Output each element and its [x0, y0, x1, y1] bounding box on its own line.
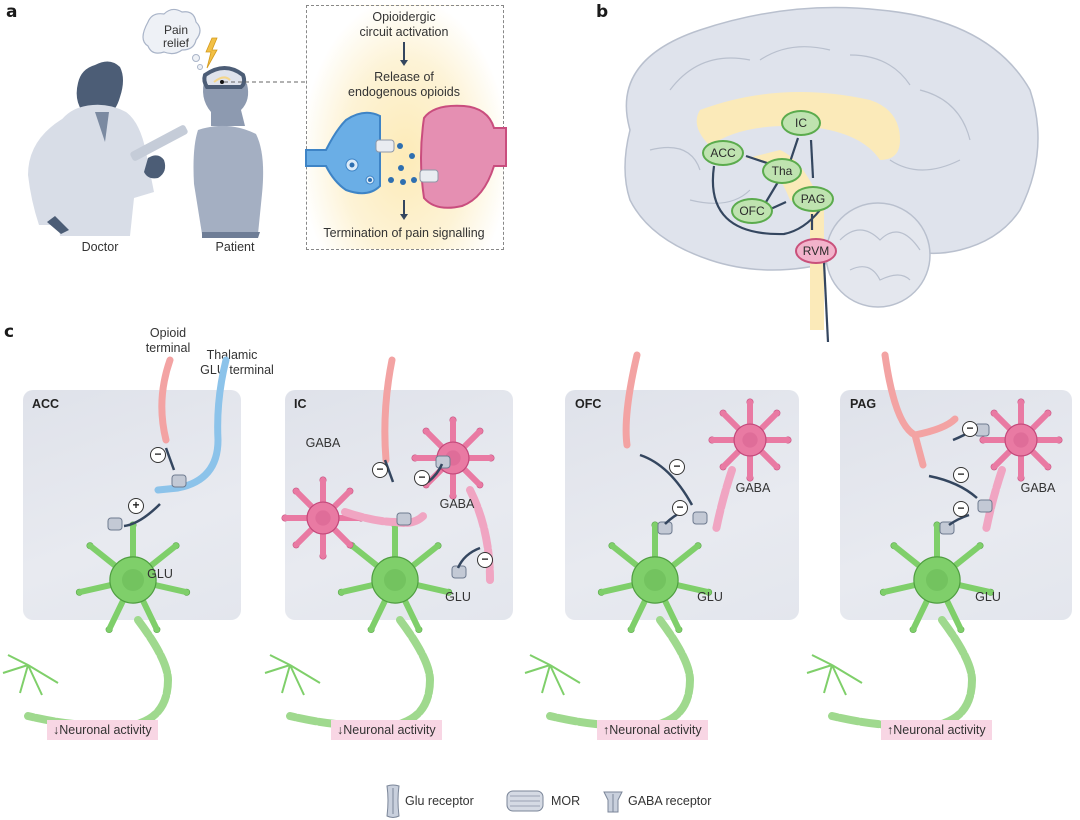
- panel-letter-b: b: [596, 2, 609, 22]
- inset-step2-line2: endogenous opioids: [348, 85, 460, 99]
- gaba-label-ic-right: GABA: [439, 497, 475, 511]
- doctor-label: Doctor: [81, 240, 119, 254]
- glu-neuron-dendrite-tip: [627, 626, 635, 634]
- gaba-label-ofc: GABA: [735, 481, 771, 495]
- legend-glu-receptor-label: Glu receptor: [405, 794, 474, 808]
- thought-text-line1: Pain: [163, 23, 189, 37]
- glu-neuron-dendrite-tip: [675, 626, 683, 634]
- glu-label-pag: GLU: [975, 590, 1001, 604]
- inhibition-sign: −: [414, 470, 430, 486]
- node-ic: IC: [781, 110, 821, 136]
- glu-receptor-icon: [386, 784, 400, 818]
- glu-axon: [828, 616, 977, 731]
- inhibition-sign: −: [372, 462, 388, 478]
- glu-axon: [24, 616, 173, 731]
- doctor-patient-illustration: [28, 8, 306, 238]
- mor-icon: [506, 790, 544, 812]
- inset-step2-line1: Release of: [374, 70, 434, 84]
- node-acc: ACC: [702, 140, 744, 166]
- glu-neuron-dendrite-tip: [367, 626, 375, 634]
- panel-letter-a: a: [6, 2, 18, 22]
- axon-terminal-branches: [806, 654, 863, 696]
- axon-terminal-branches: [264, 654, 321, 696]
- node-tha: Tha: [762, 158, 802, 184]
- inhibition-sign: −: [672, 500, 688, 516]
- glu-neuron-dendrite-tip: [415, 626, 423, 634]
- synapse-drawing: [305, 42, 507, 220]
- excitation-sign: +: [128, 498, 144, 514]
- brain-sagittal-illustration: [624, 6, 1039, 343]
- gaba-receptor-icon: [603, 791, 623, 813]
- glu-neuron-dendrite-tip: [153, 626, 161, 634]
- doctor-figure: [28, 61, 188, 236]
- activity-label-ofc: ↑Neuronal activity: [597, 720, 708, 740]
- inhibition-sign: −: [962, 421, 978, 437]
- glu-neuron-dendrite-tip: [957, 626, 965, 634]
- region-label-pag: PAG: [850, 397, 877, 411]
- legend-mor-label: MOR: [551, 794, 581, 808]
- thought-bubble: [142, 8, 203, 70]
- opioid-terminal-label-line2: terminal: [145, 341, 191, 355]
- gaba-label-ic-left: GABA: [305, 436, 341, 450]
- inhibition-sign: −: [669, 459, 685, 475]
- region-label-ic: IC: [294, 397, 307, 411]
- glu-label-acc: GLU: [147, 567, 173, 581]
- lightning-icon: [205, 37, 218, 69]
- thalamic-terminal-label-line1: Thalamic: [206, 348, 258, 362]
- axon-terminal-branches: [2, 654, 59, 696]
- patient-figure: [193, 66, 264, 238]
- glu-axon: [286, 616, 435, 731]
- opioid-terminal-label-line1: Opioid: [149, 326, 187, 340]
- patient-label: Patient: [215, 240, 255, 254]
- glu-neuron-dendrite-tip: [909, 626, 917, 634]
- gaba-label-pag: GABA: [1020, 481, 1056, 495]
- inhibition-sign: −: [477, 552, 493, 568]
- node-ofc: OFC: [731, 198, 773, 224]
- activity-label-ic: ↓Neuronal activity: [331, 720, 442, 740]
- inset-step1-line1: Opioidergic: [372, 10, 436, 24]
- region-label-ofc: OFC: [575, 397, 602, 411]
- glu-axon: [546, 616, 695, 731]
- inhibition-sign: −: [150, 447, 166, 463]
- activity-label-acc: ↓Neuronal activity: [47, 720, 158, 740]
- panel-letter-c: c: [4, 322, 15, 342]
- legend-gaba-receptor-label: GABA receptor: [628, 794, 712, 808]
- axon-terminal-branches: [524, 654, 581, 696]
- activity-label-pag: ↑Neuronal activity: [881, 720, 992, 740]
- node-pag: PAG: [792, 186, 834, 212]
- inset-step1-line2: circuit activation: [359, 25, 449, 39]
- thalamic-terminal-label-line2: GLU terminal: [200, 363, 274, 377]
- thought-text-line2: relief: [162, 36, 189, 50]
- region-label-acc: ACC: [32, 397, 60, 411]
- inhibition-sign: −: [953, 467, 969, 483]
- inhibition-sign: −: [953, 501, 969, 517]
- glu-label-ic: GLU: [445, 590, 471, 604]
- glu-label-ofc: GLU: [697, 590, 723, 604]
- glu-neuron-dendrite-tip: [105, 626, 113, 634]
- inset-step3: Termination of pain signalling: [323, 226, 485, 240]
- node-rvm: RVM: [795, 238, 837, 264]
